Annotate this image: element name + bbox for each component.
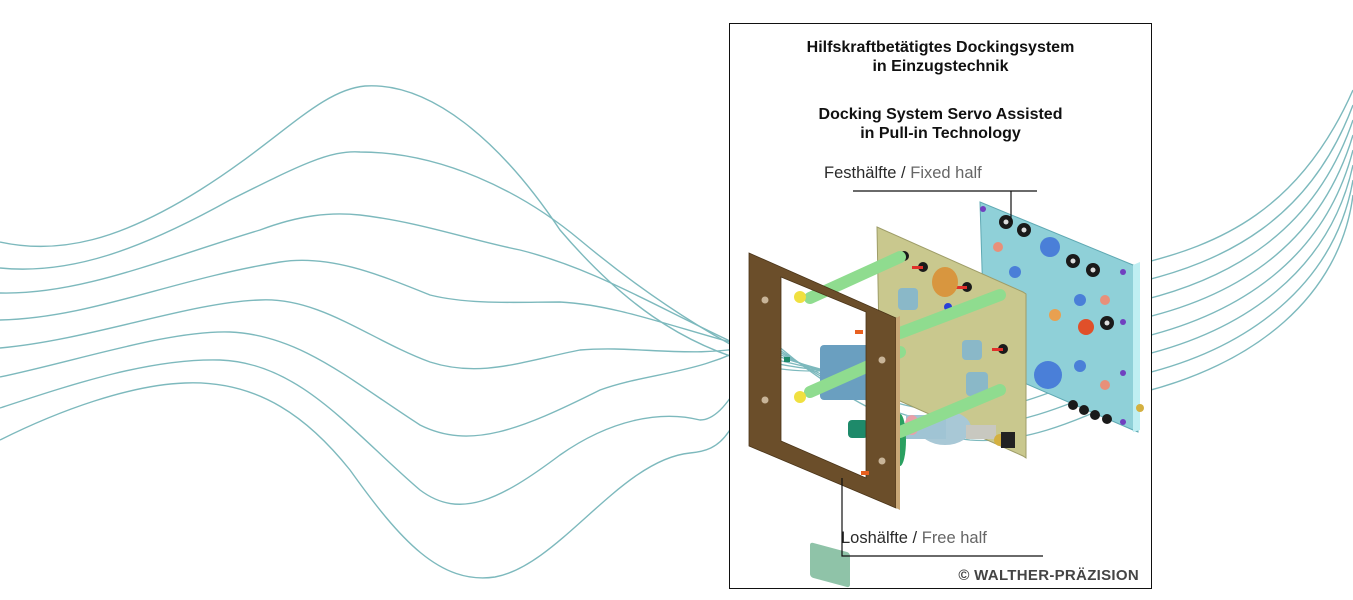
label-fixed-half: Festhälfte / Fixed half <box>824 164 982 183</box>
title-english: Docking System Servo Assisted in Pull-in… <box>730 105 1151 143</box>
wave-line <box>0 335 761 505</box>
copyright-notice: © WALTHER-PRÄZISION <box>958 567 1139 584</box>
wave-line <box>1134 149 1353 340</box>
wave-line <box>0 259 761 351</box>
wave-line <box>0 151 761 361</box>
wave-line <box>0 213 761 356</box>
wave-line <box>1134 119 1353 303</box>
label-free-half: Loshälfte / Free half <box>841 529 987 548</box>
label-separator: / <box>907 529 922 547</box>
wave-line <box>1134 194 1353 395</box>
title-german-line-1: Hilfskraftbetätigtes Dockingsystem <box>806 39 1075 56</box>
wave-line <box>0 329 761 579</box>
label-free-half-de: Loshälfte <box>841 529 908 547</box>
wave-line <box>1134 164 1353 358</box>
label-separator: / <box>896 164 911 182</box>
label-fixed-half-en: Fixed half <box>910 164 982 182</box>
label-free-half-en: Free half <box>921 529 987 547</box>
title-english-line-2: in Pull-in Technology <box>860 125 1021 142</box>
wave-line <box>0 85 761 366</box>
label-fixed-half-de: Festhälfte <box>824 164 897 182</box>
wave-line <box>1134 179 1353 377</box>
title-german-line-2: in Einzugstechnik <box>872 58 1009 75</box>
wave-line <box>0 331 761 437</box>
info-panel: Hilfskraftbetätigtes Dockingsystem in Ei… <box>729 23 1152 589</box>
wave-line <box>1134 104 1353 284</box>
wave-line <box>0 299 761 370</box>
wave-line <box>1134 89 1353 266</box>
title-english-line-1: Docking System Servo Assisted <box>818 106 1063 123</box>
wave-line <box>1134 134 1353 321</box>
title-german: Hilfskraftbetätigtes Dockingsystem in Ei… <box>730 38 1151 76</box>
